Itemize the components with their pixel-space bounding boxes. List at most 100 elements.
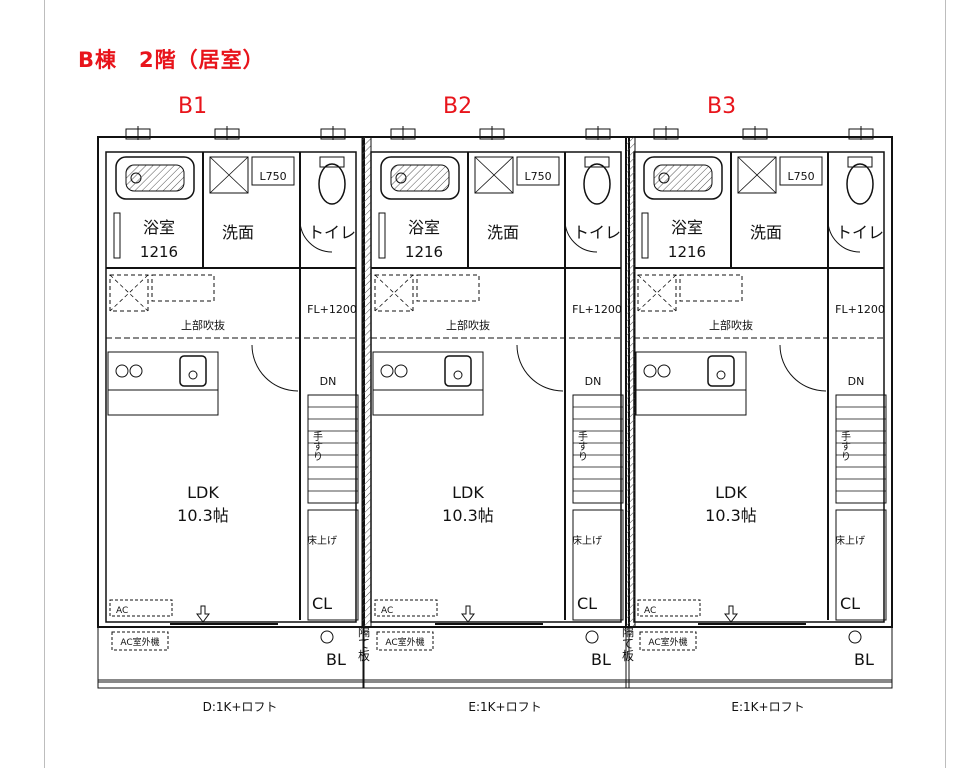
toilet-tank <box>847 156 873 168</box>
washer-pan-icon <box>474 156 514 194</box>
bathtub-icon <box>115 156 195 200</box>
bathtub-inner <box>390 164 450 192</box>
partition-label: 隔て板 <box>358 625 370 663</box>
bath-size-label: 1216 <box>140 243 178 261</box>
ldk-label: LDK <box>187 483 219 502</box>
svg-text:手: 手 <box>841 430 851 443</box>
fl-label: FL+1200 <box>307 303 357 316</box>
svg-text:す: す <box>313 441 323 453</box>
page-title: B棟 2階（居室） <box>78 48 265 72</box>
svg-text:手: 手 <box>578 430 588 443</box>
kitchen-counter <box>107 351 219 391</box>
ac-label: AC <box>644 606 656 616</box>
entry-arrow-icon <box>461 605 475 623</box>
party-wall <box>625 136 636 628</box>
void-box <box>637 274 677 312</box>
stairs-icon <box>307 394 359 504</box>
stove-burner-icon <box>115 364 129 378</box>
toilet-tank <box>319 156 345 168</box>
ac-outdoor-icon <box>376 631 434 651</box>
svg-text:り: り <box>313 451 323 463</box>
sink-size-label: L750 <box>787 170 814 183</box>
balcony-label: BL <box>326 650 346 669</box>
bath-size-label: 1216 <box>405 243 443 261</box>
ldk-size-label: 10.3帖 <box>442 506 494 525</box>
partition-board: 隔て板 <box>358 625 370 663</box>
door-arc <box>564 219 598 253</box>
bath-shelf <box>641 212 649 259</box>
wash-basin-icon <box>251 156 295 186</box>
ldk-door-arc <box>516 344 564 392</box>
unit-label-b2: B2 <box>443 94 473 119</box>
svg-text:板: 板 <box>358 649 370 663</box>
handrail-label: 手すり <box>313 430 323 463</box>
svg-text:す: す <box>841 441 851 453</box>
dn-label: DN <box>320 375 337 388</box>
ac-outdoor-label: AC室外機 <box>385 636 424 648</box>
ldk-label: LDK <box>452 483 484 502</box>
toilet-icon <box>846 163 874 205</box>
void-box <box>374 274 414 312</box>
ac-outdoor-label: AC室外機 <box>648 636 687 648</box>
sheet-border-left <box>44 0 45 768</box>
party-wall <box>361 136 372 628</box>
washer-pan-icon <box>737 156 777 194</box>
faucet-icon <box>453 370 463 380</box>
svg-text:す: す <box>578 441 588 453</box>
wash-label: 洗面 <box>487 223 519 242</box>
closet-box <box>307 509 359 621</box>
ldk-size-label: 10.3帖 <box>705 506 757 525</box>
toilet-icon <box>318 163 346 205</box>
balcony-label: BL <box>591 650 611 669</box>
faucet-icon <box>716 370 726 380</box>
bath-label: 浴室 <box>143 218 175 237</box>
closet-box <box>572 509 624 621</box>
sink-size-label: L750 <box>259 170 286 183</box>
stove-burner-icon <box>129 364 143 378</box>
void-box-2 <box>679 274 743 302</box>
dn-label: DN <box>848 375 865 388</box>
unit-type-label: D:1K+ロフト <box>203 700 278 714</box>
door-arc <box>827 219 861 253</box>
floor-raise-label: 床上げ <box>307 534 337 547</box>
void-box-2 <box>416 274 480 302</box>
svg-text:て: て <box>622 637 634 651</box>
floor-raise-label: 床上げ <box>835 534 865 547</box>
wash-basin-icon <box>516 156 560 186</box>
unit-label-b3: B3 <box>707 94 737 119</box>
svg-text:隔: 隔 <box>358 625 370 639</box>
kitchen-base <box>107 389 219 416</box>
bath-size-label: 1216 <box>668 243 706 261</box>
closet-label: CL <box>840 594 860 613</box>
unit-plan-b3: 浴室1216L750洗面トイレ上部吹抜FL+1200DN手すりLDK10.3帖床… <box>625 126 893 714</box>
void-label: 上部吹抜 <box>181 318 225 332</box>
drain-icon <box>320 630 334 644</box>
washer-pan-icon <box>209 156 249 194</box>
svg-text:り: り <box>841 451 851 463</box>
stairs-icon <box>835 394 887 504</box>
stove-burner-icon <box>657 364 671 378</box>
ldk-door-arc <box>779 344 827 392</box>
ac-label: AC <box>116 606 128 616</box>
bathtub-icon <box>380 156 460 200</box>
bathtub-inner <box>125 164 185 192</box>
ac-indoor-icon <box>374 599 438 617</box>
kitchen-counter <box>635 351 747 391</box>
stove-burner-icon <box>380 364 394 378</box>
unit-type-label: E:1K+ロフト <box>731 700 804 714</box>
void-label: 上部吹抜 <box>709 318 753 332</box>
toilet-tank <box>584 156 610 168</box>
drain-icon <box>658 172 670 184</box>
partition-board: 隔て板 <box>622 625 634 663</box>
closet-label: CL <box>312 594 332 613</box>
ldk-label: LDK <box>715 483 747 502</box>
balcony <box>625 626 893 683</box>
kitchen-counter <box>372 351 484 391</box>
void-box-2 <box>151 274 215 302</box>
ac-outdoor-icon <box>639 631 697 651</box>
handrail-label: 手すり <box>841 430 851 463</box>
unit-plan-b1: 浴室1216L750洗面トイレ上部吹抜FL+1200DN手すりLDK10.3帖床… <box>97 126 365 714</box>
dn-label: DN <box>585 375 602 388</box>
svg-text:て: て <box>358 637 370 651</box>
svg-text:手: 手 <box>313 430 323 443</box>
